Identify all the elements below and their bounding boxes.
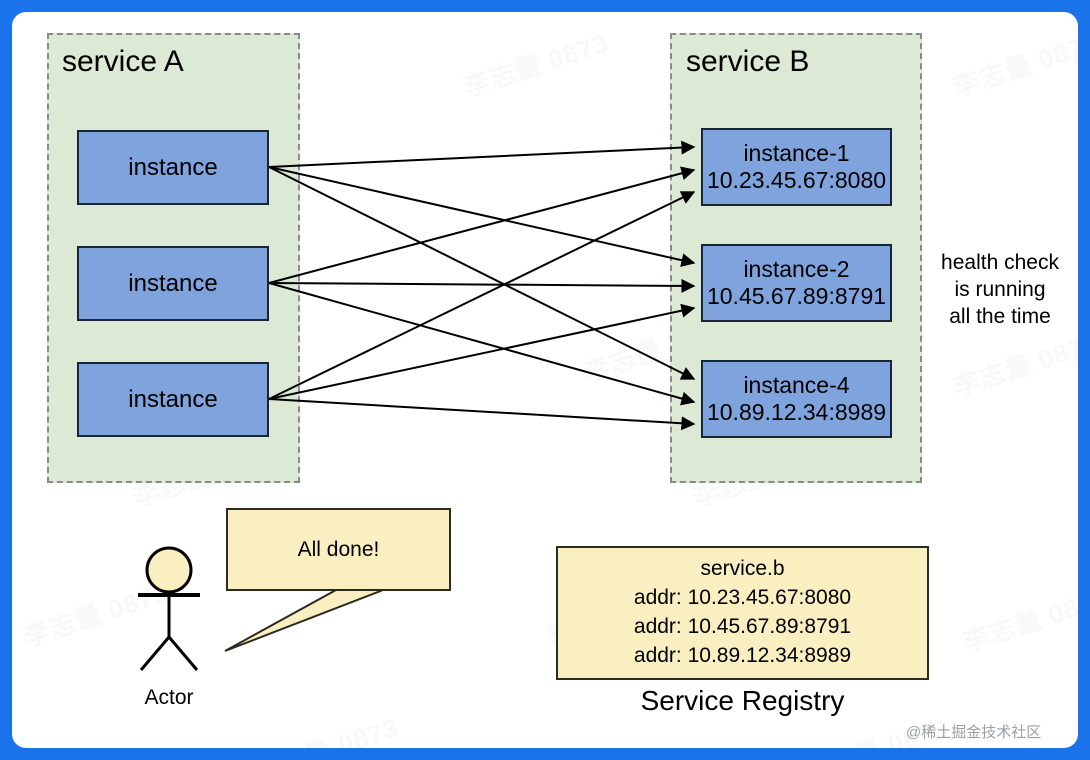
service-b-title: service B xyxy=(686,45,810,78)
instance-name: instance-2 xyxy=(743,256,850,283)
registry-address-1: addr: 10.23.45.67:8080 xyxy=(633,586,852,610)
instance-address: 10.89.12.34:8989 xyxy=(706,399,887,425)
speech-bubble-text: All done! xyxy=(297,537,380,561)
service-b-instance-3[interactable]: instance-4 10.89.12.34:8989 xyxy=(701,360,892,438)
background-watermark: 李志量 0873 xyxy=(949,27,1078,103)
health-check-note: health check is running all the time xyxy=(941,251,1059,328)
actor-label: Actor xyxy=(144,686,194,709)
credit-watermark: @稀土掘金技术社区 xyxy=(906,724,1042,741)
background-watermark: 李志量 0873 xyxy=(959,582,1078,658)
speech-bubble-tail xyxy=(224,589,384,652)
edge-a2-b2 xyxy=(268,278,696,293)
diagram-canvas: 李志量 0873 李志量 0873 李志量 0873 李志量 0873 李志量 … xyxy=(12,12,1078,748)
background-watermark: 李志量 0873 xyxy=(19,577,173,653)
registry-service-name: service.b xyxy=(700,557,785,581)
actor-speech-bubble: All done! xyxy=(226,508,451,591)
actor-left-leg-icon xyxy=(139,636,171,671)
background-watermark: 李志量 0873 xyxy=(949,327,1078,403)
edge-a1-b1 xyxy=(268,140,696,168)
actor-right-leg-icon xyxy=(167,636,199,671)
instance-name: instance-1 xyxy=(743,140,850,167)
service-a-instance-3[interactable]: instance xyxy=(77,362,269,437)
service-b-instance-2[interactable]: instance-2 10.45.67.89:8791 xyxy=(701,244,892,322)
edge-a1-b2 xyxy=(268,166,696,268)
instance-name: instance-4 xyxy=(743,372,850,399)
background-watermark: 李志量 0873 xyxy=(459,27,613,103)
service-a-instance-2[interactable]: instance xyxy=(77,246,269,321)
service-registry-caption: Service Registry xyxy=(640,685,845,716)
instance-name: instance xyxy=(128,153,218,181)
service-a-instance-1[interactable]: instance xyxy=(77,130,269,205)
instance-name: instance xyxy=(128,385,218,413)
instance-address: 10.23.45.67:8080 xyxy=(706,167,887,193)
instance-name: instance xyxy=(128,269,218,297)
background-watermark: 李志量 0873 xyxy=(248,708,403,748)
registry-address-2: addr: 10.45.67.89:8791 xyxy=(633,615,852,638)
service-b-instance-1[interactable]: instance-1 10.23.45.67:8080 xyxy=(701,128,892,206)
edge-a2-b1 xyxy=(268,166,696,284)
instance-address: 10.45.67.89:8791 xyxy=(706,283,887,309)
service-a-title: service A xyxy=(62,45,184,78)
edge-a3-b3 xyxy=(268,398,696,431)
diagram-layer: 李志量 0873 李志量 0873 李志量 0873 李志量 0873 李志量 … xyxy=(12,12,1078,748)
service-registry-box: service.b addr: 10.23.45.67:8080 addr: 1… xyxy=(556,546,929,680)
registry-address-3: addr: 10.89.12.34:8989 xyxy=(633,643,852,667)
